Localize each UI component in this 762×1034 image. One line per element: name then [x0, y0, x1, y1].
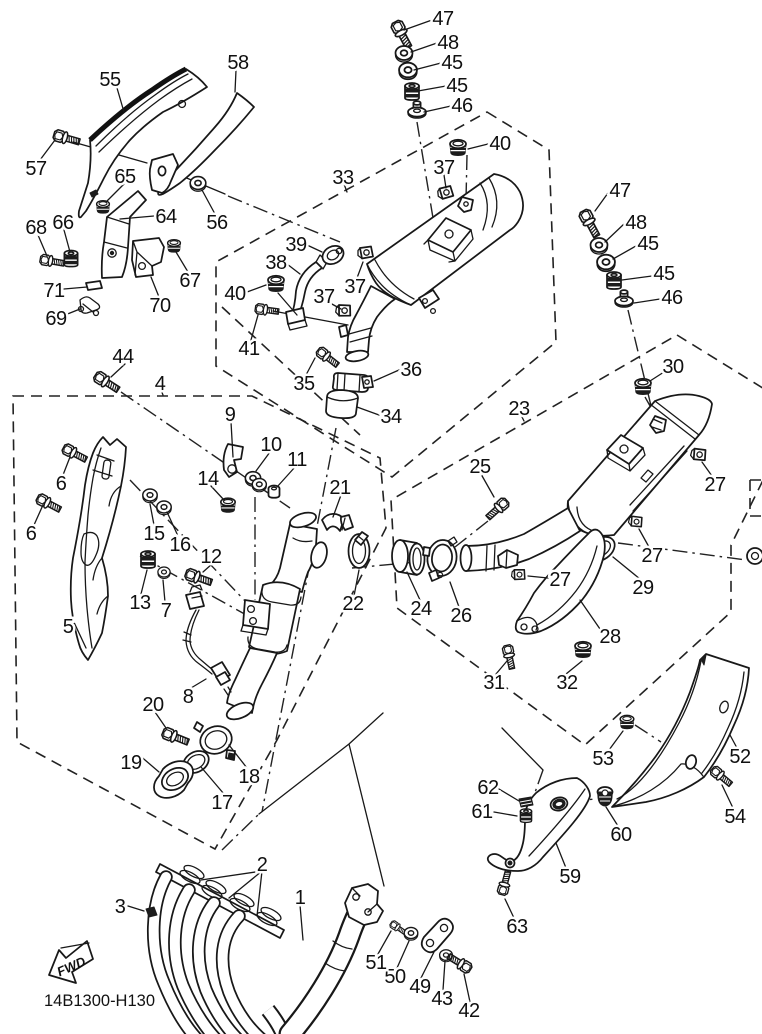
svg-text:47: 47 — [432, 8, 454, 30]
svg-text:8: 8 — [183, 686, 194, 708]
svg-text:54: 54 — [724, 806, 746, 828]
svg-text:46: 46 — [661, 287, 683, 309]
svg-text:58: 58 — [227, 52, 249, 74]
svg-text:19: 19 — [120, 752, 142, 774]
svg-text:9: 9 — [225, 404, 236, 426]
svg-text:47: 47 — [609, 180, 631, 202]
svg-text:15: 15 — [143, 523, 165, 545]
svg-text:57: 57 — [25, 158, 47, 180]
svg-text:46: 46 — [451, 95, 473, 117]
svg-text:37: 37 — [344, 276, 366, 298]
svg-text:13: 13 — [129, 592, 151, 614]
svg-text:21: 21 — [329, 477, 351, 499]
svg-text:25: 25 — [469, 456, 491, 478]
svg-text:3: 3 — [115, 896, 126, 918]
svg-text:16: 16 — [169, 534, 191, 556]
svg-text:45: 45 — [441, 52, 463, 74]
svg-text:61: 61 — [471, 801, 493, 823]
svg-text:23: 23 — [508, 398, 530, 420]
svg-text:65: 65 — [114, 166, 136, 188]
svg-text:44: 44 — [112, 346, 134, 368]
svg-text:68: 68 — [25, 217, 47, 239]
svg-text:36: 36 — [400, 359, 422, 381]
svg-text:69: 69 — [45, 308, 67, 330]
svg-text:11: 11 — [287, 449, 307, 471]
svg-text:35: 35 — [293, 373, 315, 395]
svg-text:37: 37 — [433, 157, 455, 179]
svg-text:59: 59 — [559, 866, 581, 888]
svg-text:6: 6 — [56, 473, 67, 495]
svg-text:14B1300-H130: 14B1300-H130 — [44, 992, 155, 1010]
svg-text:26: 26 — [450, 605, 472, 627]
svg-text:12: 12 — [200, 546, 222, 568]
svg-text:32: 32 — [556, 672, 578, 694]
svg-text:17: 17 — [211, 792, 233, 814]
svg-text:24: 24 — [410, 598, 432, 620]
svg-text:22: 22 — [342, 593, 364, 615]
svg-text:50: 50 — [384, 966, 406, 988]
svg-text:52: 52 — [729, 746, 751, 768]
svg-text:4: 4 — [155, 373, 166, 395]
svg-text:64: 64 — [155, 206, 177, 228]
svg-text:34: 34 — [380, 406, 402, 428]
svg-text:28: 28 — [599, 626, 621, 648]
svg-text:63: 63 — [506, 916, 528, 938]
svg-text:66: 66 — [52, 212, 74, 234]
svg-text:27: 27 — [641, 545, 663, 567]
svg-text:20: 20 — [142, 694, 164, 716]
svg-text:43: 43 — [431, 988, 453, 1010]
svg-text:51: 51 — [365, 952, 387, 974]
svg-text:30: 30 — [662, 356, 684, 378]
svg-text:62: 62 — [477, 777, 499, 799]
svg-text:40: 40 — [224, 283, 246, 305]
svg-text:29: 29 — [632, 577, 654, 599]
svg-text:27: 27 — [549, 569, 571, 591]
svg-text:37: 37 — [313, 286, 335, 308]
svg-text:5: 5 — [63, 616, 74, 638]
svg-text:38: 38 — [265, 252, 287, 274]
svg-text:33: 33 — [332, 167, 354, 189]
svg-text:27: 27 — [704, 474, 726, 496]
svg-text:42: 42 — [458, 1000, 480, 1022]
svg-text:71: 71 — [43, 280, 65, 302]
svg-text:49: 49 — [409, 976, 431, 998]
svg-text:48: 48 — [625, 212, 647, 234]
svg-text:56: 56 — [206, 212, 228, 234]
svg-text:18: 18 — [238, 766, 260, 788]
svg-text:55: 55 — [99, 69, 121, 91]
svg-text:7: 7 — [161, 600, 172, 622]
svg-text:45: 45 — [446, 75, 468, 97]
svg-text:41: 41 — [238, 338, 260, 360]
svg-text:70: 70 — [149, 295, 171, 317]
svg-text:10: 10 — [260, 434, 282, 456]
svg-text:45: 45 — [653, 263, 675, 285]
svg-text:39: 39 — [285, 234, 307, 256]
svg-text:40: 40 — [489, 133, 511, 155]
svg-text:60: 60 — [610, 824, 632, 846]
svg-text:45: 45 — [637, 233, 659, 255]
svg-text:2: 2 — [257, 854, 268, 876]
svg-text:14: 14 — [197, 468, 219, 490]
svg-text:1: 1 — [295, 887, 306, 909]
svg-text:6: 6 — [26, 523, 37, 545]
svg-text:31: 31 — [483, 672, 505, 694]
svg-text:67: 67 — [179, 270, 201, 292]
svg-text:53: 53 — [592, 748, 614, 770]
svg-text:48: 48 — [437, 32, 459, 54]
